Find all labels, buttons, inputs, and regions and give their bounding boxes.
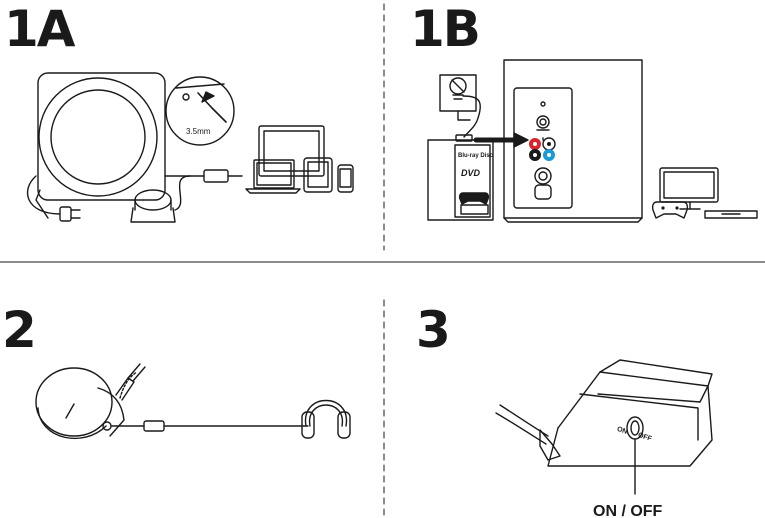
power-switch[interactable] bbox=[627, 417, 643, 494]
rca-input-jacks bbox=[529, 138, 555, 161]
tablet-icon bbox=[304, 158, 332, 192]
audio-jack-cable bbox=[165, 170, 242, 182]
headphones-icon bbox=[302, 401, 350, 439]
subwoofer-front bbox=[36, 73, 165, 218]
switch-off-label: OFF bbox=[637, 432, 653, 443]
game-console-icon bbox=[461, 205, 488, 214]
no-turntable-icon bbox=[440, 75, 476, 120]
laptop-icon bbox=[246, 126, 324, 193]
tv-gamepad-icon bbox=[653, 202, 688, 218]
phone-icon bbox=[338, 165, 353, 192]
power-plug-icon bbox=[28, 176, 80, 221]
power-switch-label: ON / OFF bbox=[593, 503, 663, 518]
bluray-logo: Blu-ray Disc bbox=[458, 153, 494, 159]
control-pod-side bbox=[36, 364, 145, 438]
headphone-plug bbox=[112, 421, 308, 431]
dvd-logo: DVD bbox=[461, 168, 481, 178]
switch-on-label: ON bbox=[616, 426, 628, 436]
gamepad-icon bbox=[460, 193, 489, 204]
control-pod-base bbox=[496, 360, 712, 466]
media-player-icon bbox=[705, 211, 757, 218]
tv-icon bbox=[660, 168, 718, 209]
jack-size-label: 3.5mm bbox=[186, 127, 211, 136]
